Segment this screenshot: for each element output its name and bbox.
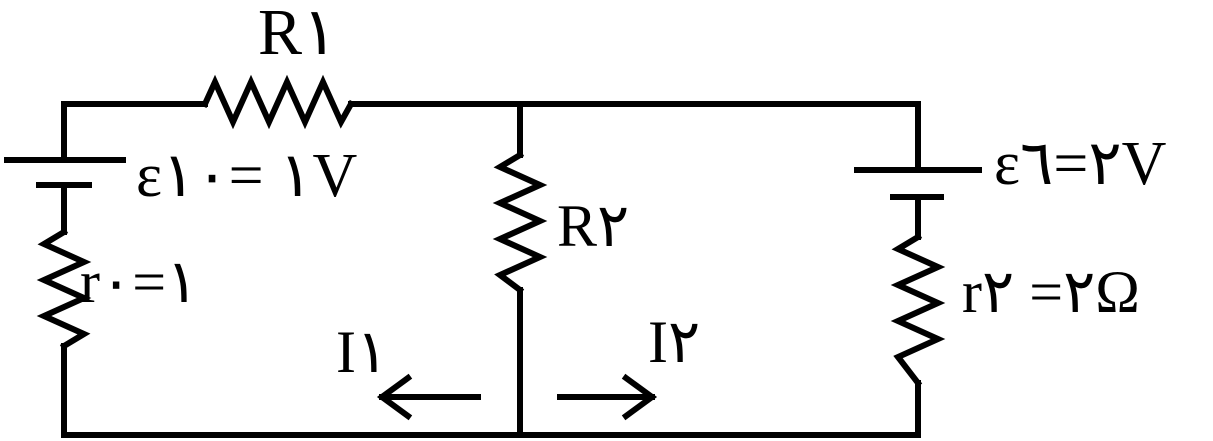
label-internal-r2: r٢= ٢Ω [962,259,1140,325]
resistor-r1 [201,74,356,130]
resistor-r1-internal [36,227,92,351]
label-current-i2: I٢ [648,309,700,375]
label-internal-r1: r١=٠ [80,249,198,315]
current-arrow-i1 [376,373,481,421]
resistor-r2 [492,150,548,295]
current-arrow-i2 [557,373,658,421]
label-r2: R٢ [557,193,629,259]
resistor-r2-internal [890,232,946,388]
label-emf-e1: ɛ١ =١٠V [136,142,357,210]
label-r1: R١ [258,0,337,69]
label-emf-e2: ɛ٢=٦V [994,130,1167,198]
label-current-i1: I١ [336,319,388,385]
